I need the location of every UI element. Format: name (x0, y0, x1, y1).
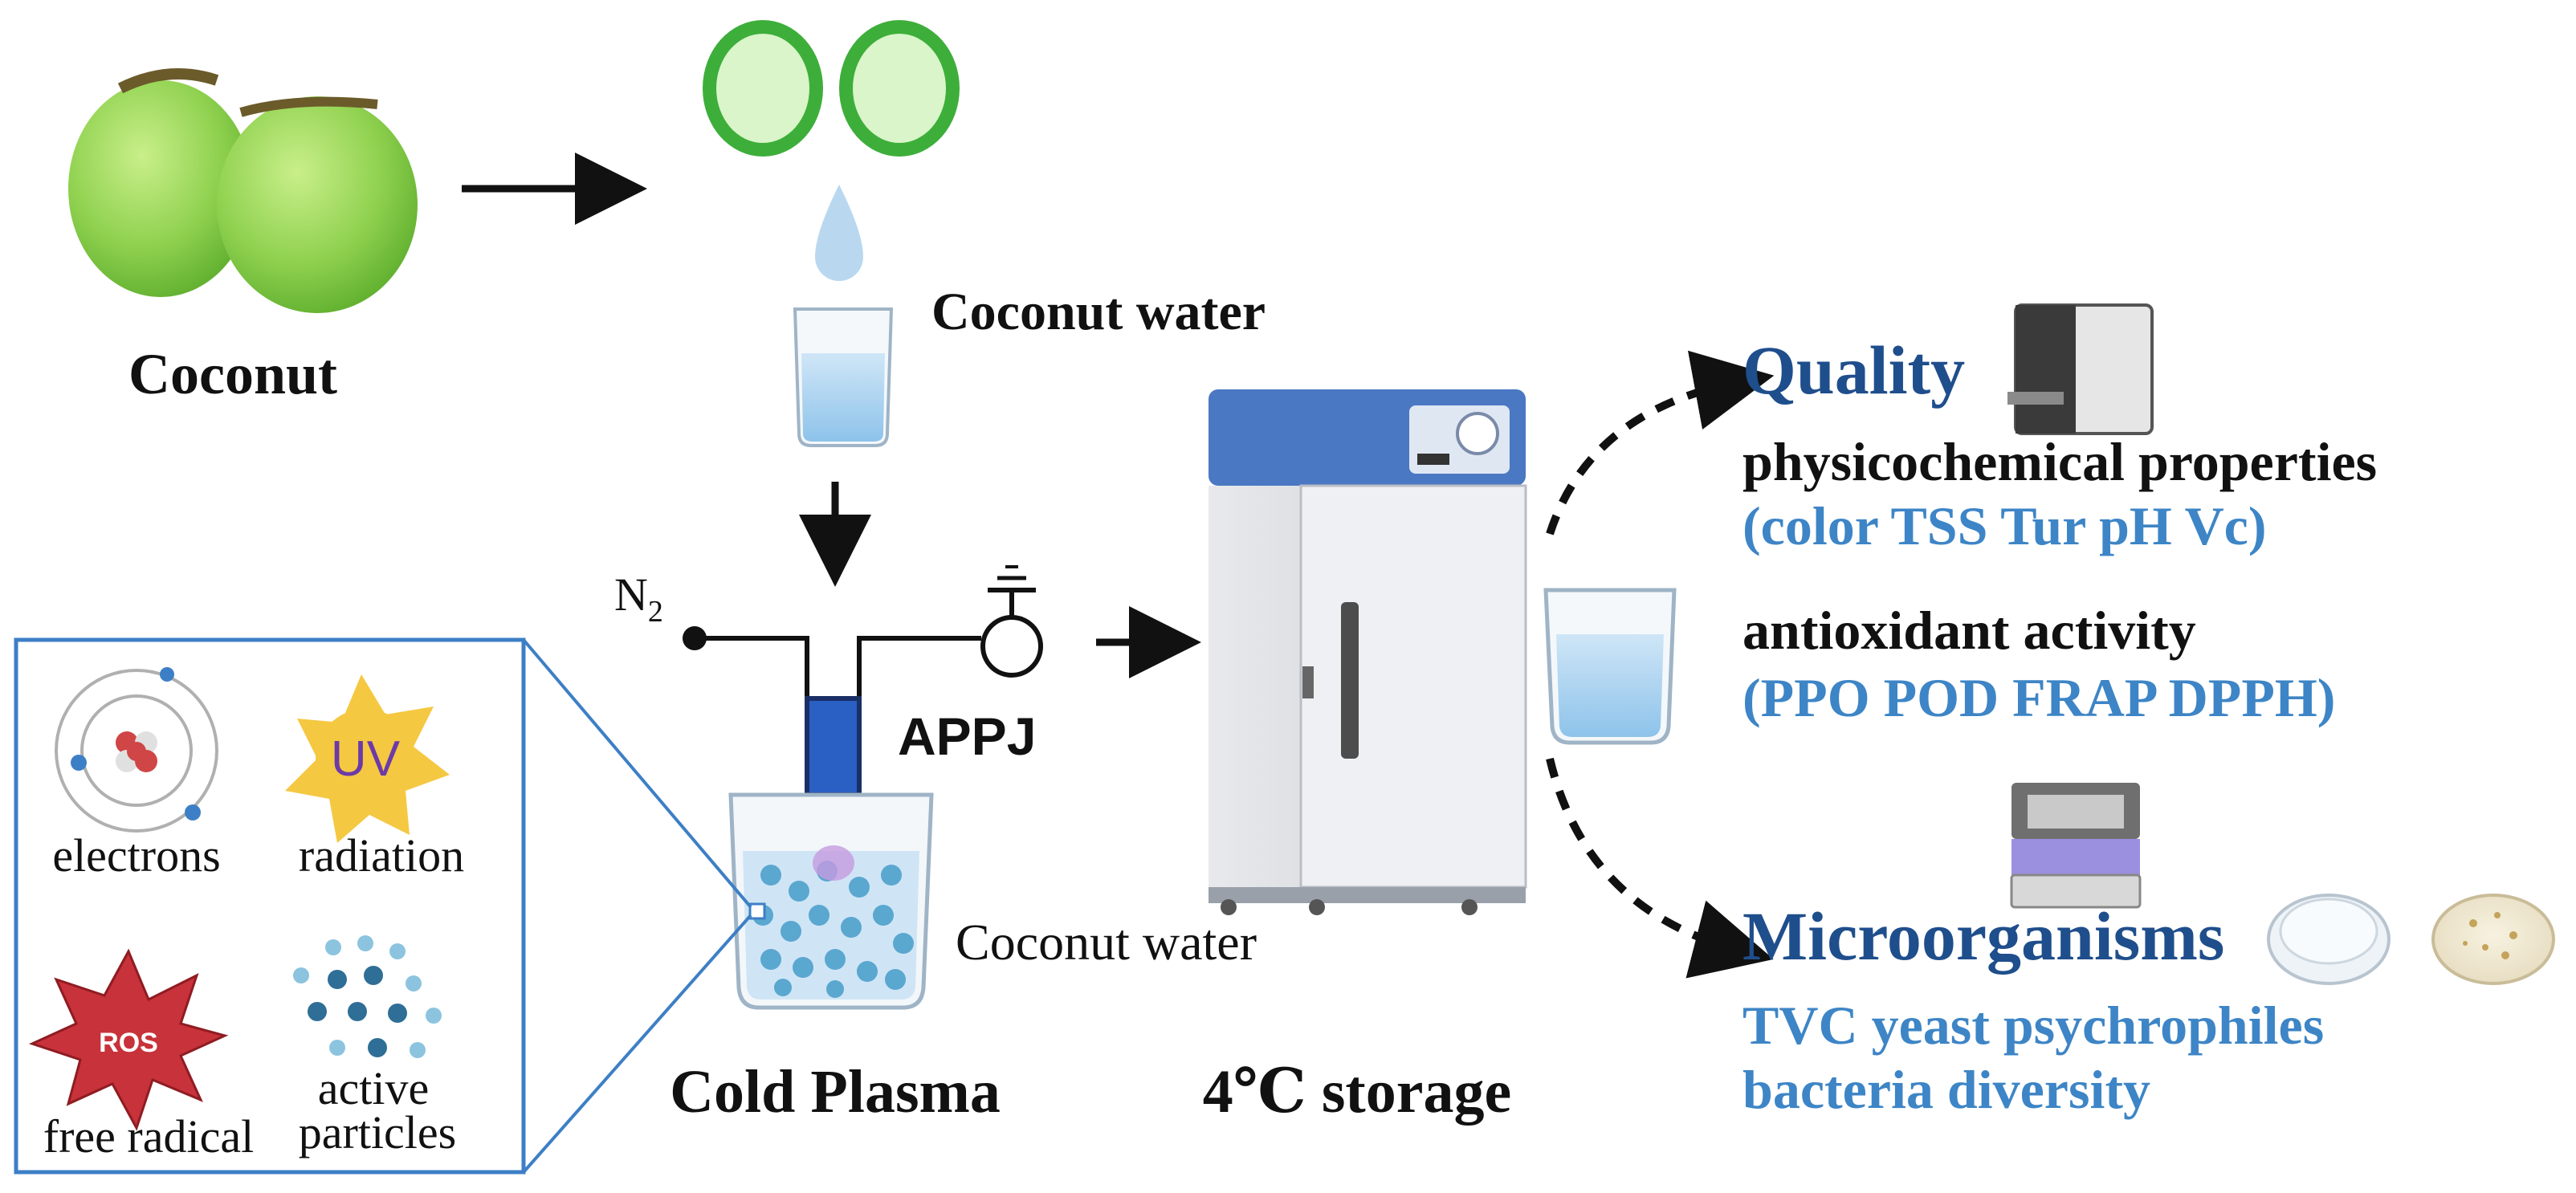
uv-icon-text: UV (331, 731, 401, 787)
coconut-water-label-top: Coconut water (931, 283, 1266, 341)
storage-label: 4℃ storage (1203, 1058, 1511, 1126)
ros-starburst-icon: ROS (28, 948, 229, 1131)
beaker-icon-right (1543, 588, 1677, 745)
antioxidant-list: (PPO POD FRAP DPPH) (1742, 667, 2335, 728)
microorganisms-list-2: bacteria diversity (1742, 1059, 2150, 1120)
ros-icon-text: ROS (99, 1028, 158, 1058)
appj-apparatus (683, 565, 1043, 827)
sequencer-instrument-icon (2010, 783, 2142, 909)
microorganisms-list-1: TVC yeast psychrophiles (1742, 995, 2324, 1056)
opened-coconut-icon (703, 20, 960, 157)
coconut-water-label-beaker: Coconut water (956, 914, 1257, 971)
free-radical-label: free radical (43, 1110, 254, 1162)
water-drop-icon (815, 185, 863, 281)
antioxidant-label: antioxidant activity (1742, 600, 2196, 661)
dashed-arrow-to-quality (1546, 350, 1775, 535)
particles-icon (293, 935, 442, 1058)
uv-sun-icon: UV (285, 674, 450, 843)
coconut-illustration (68, 68, 418, 313)
quality-title: Quality (1742, 332, 1965, 409)
coconut-label: Coconut (128, 342, 337, 406)
electrons-label: electrons (52, 829, 220, 882)
petri-dish-empty-icon (2267, 894, 2391, 985)
n2-label: N2 (614, 568, 663, 629)
appj-label: APPJ (898, 706, 1036, 766)
refrigerator-icon (1209, 389, 1527, 915)
physicochemical-list: (color TSS Tur pH Vc) (1742, 495, 2267, 556)
atom-icon (55, 667, 218, 833)
beaker-icon-top (793, 307, 894, 447)
plasma-beaker (728, 792, 934, 1010)
zoom-line-bottom (522, 914, 752, 1174)
petri-dish-colonies-icon (2431, 894, 2555, 985)
cold-plasma-label: Cold Plasma (670, 1058, 1001, 1126)
physicochemical-label: physicochemical properties (1742, 431, 2377, 492)
radiation-label: radiation (299, 829, 464, 882)
active-particles-label-1: active (318, 1062, 429, 1114)
analyzer-instrument-icon (2007, 303, 2154, 435)
active-particles-label-2: particles (299, 1106, 456, 1158)
microorganisms-title: Microorganisms (1742, 898, 2224, 975)
zoom-line-top (522, 638, 752, 909)
dashed-arrow-to-microorganisms (1546, 757, 1774, 979)
